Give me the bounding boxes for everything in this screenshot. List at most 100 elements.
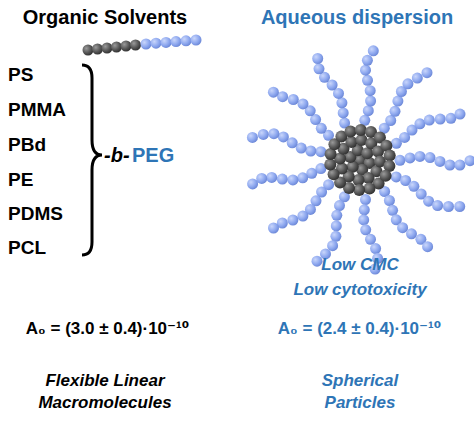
corona-bead xyxy=(455,109,466,120)
corona-bead xyxy=(247,132,258,143)
corona-bead xyxy=(432,200,443,211)
corona-bead xyxy=(287,174,298,185)
corona-bead xyxy=(397,222,408,233)
corona-bead xyxy=(338,107,349,118)
corona-bead xyxy=(465,155,474,166)
core-bead xyxy=(384,150,396,162)
corona-bead xyxy=(390,106,401,117)
core-bead xyxy=(121,41,132,52)
curly-brace xyxy=(82,65,102,255)
corona-bead xyxy=(444,160,455,171)
corona-bead xyxy=(424,115,435,126)
corona-bead xyxy=(315,146,326,157)
corona-bead xyxy=(391,171,402,182)
corona-bead xyxy=(365,234,376,245)
core-bead xyxy=(111,42,122,53)
corona-bead xyxy=(256,173,267,184)
corona-bead xyxy=(387,205,398,216)
corona-bead xyxy=(266,172,277,183)
corona-bead xyxy=(405,152,416,163)
corona-bead xyxy=(454,160,465,171)
corona-bead xyxy=(331,220,342,231)
corona-bead xyxy=(312,53,323,64)
micelle xyxy=(247,45,474,274)
corona-bead xyxy=(363,105,374,116)
block-notation: -b- xyxy=(104,142,134,168)
corona-bead xyxy=(141,39,152,50)
polymer-name: PBd xyxy=(8,133,88,158)
corona-bead xyxy=(422,241,433,252)
corona-bead xyxy=(368,45,379,56)
corona-bead xyxy=(268,128,279,139)
property-note: Low CMC xyxy=(260,254,460,276)
corona-bead xyxy=(425,152,436,163)
corona-bead xyxy=(297,211,308,222)
corona-bead xyxy=(359,204,370,215)
corona-bead xyxy=(161,37,172,48)
corona-bead xyxy=(360,194,371,205)
corona-bead xyxy=(312,256,323,267)
polymer-name: PCL xyxy=(8,236,88,261)
corona-bead xyxy=(422,67,433,78)
corona-bead xyxy=(336,97,347,108)
core-bead xyxy=(345,126,357,138)
corona-bead xyxy=(395,155,406,166)
core-bead xyxy=(380,170,392,182)
polymer-name: PS xyxy=(8,63,88,88)
corona-bead xyxy=(287,215,298,226)
block-name: PEG xyxy=(132,142,192,168)
corona-bead xyxy=(247,178,258,189)
core-bead xyxy=(92,44,103,55)
corona-bead xyxy=(435,156,446,167)
core-bead xyxy=(364,183,376,195)
polymer-chain xyxy=(83,35,202,56)
shape-description: Flexible Linear Macromolecules xyxy=(30,370,180,414)
corona-bead xyxy=(330,231,341,242)
corona-bead xyxy=(406,228,417,239)
corona-bead xyxy=(258,129,269,140)
corona-bead xyxy=(358,214,369,225)
corona-bead xyxy=(360,65,371,76)
corona-bead xyxy=(314,63,325,74)
corona-bead xyxy=(362,75,373,86)
core-bead xyxy=(130,40,141,51)
corona-bead xyxy=(171,36,182,47)
corona-bead xyxy=(191,35,202,46)
corona-bead xyxy=(151,38,162,49)
polymer-name: PDMS xyxy=(8,202,88,227)
value-label: A₀ = (3.0 ± 0.4)·10⁻¹⁰ xyxy=(0,318,215,340)
core-bead xyxy=(324,158,336,170)
shape-description: Spherical Particles xyxy=(310,370,410,414)
corona-bead xyxy=(362,55,373,66)
corona-bead xyxy=(412,73,423,84)
core-bead xyxy=(83,45,94,56)
corona-bead xyxy=(454,201,465,212)
corona-bead xyxy=(288,94,299,105)
corona-bead xyxy=(268,87,279,98)
corona-bead xyxy=(278,131,289,142)
corona-bead xyxy=(384,195,395,206)
corona-bead xyxy=(297,172,308,183)
core-bead xyxy=(102,43,113,54)
corona-bead xyxy=(365,85,376,96)
corona-bead xyxy=(435,114,446,125)
corona-bead xyxy=(334,200,345,211)
corona-bead xyxy=(443,201,454,212)
corona-bead xyxy=(360,224,371,235)
polymer-name: PMMA xyxy=(8,98,88,123)
corona-bead xyxy=(365,96,376,107)
corona-bead xyxy=(414,151,425,162)
corona-bead xyxy=(331,210,342,221)
corona-bead xyxy=(181,35,192,46)
corona-bead xyxy=(392,96,403,107)
corona-bead xyxy=(298,98,309,109)
property-note: Low cytotoxicity xyxy=(260,279,460,301)
corona-bead xyxy=(277,174,288,185)
corona-bead xyxy=(268,223,279,234)
corona-bead xyxy=(402,78,413,89)
polymer-name: PE xyxy=(8,168,88,193)
value-label: A₀ = (2.4 ± 0.4)·10⁻¹⁰ xyxy=(245,318,474,340)
column-heading: Organic Solvents xyxy=(0,4,210,30)
column-heading: Aqueous dispersion xyxy=(240,4,474,30)
